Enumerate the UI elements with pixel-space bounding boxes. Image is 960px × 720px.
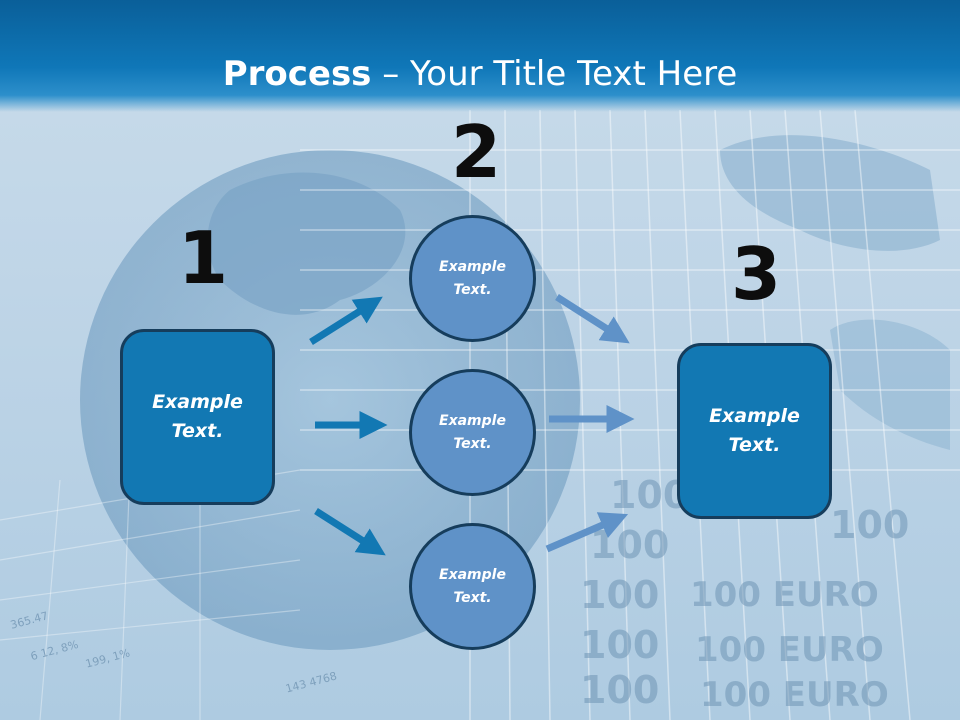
banknote-text: 100 [610, 473, 690, 517]
banknote-text: 100 [580, 668, 660, 712]
step-1-text-line2: Text. [171, 420, 224, 442]
step-2-circle-middle: Example Text. [409, 369, 536, 496]
step-number-3: 3 [731, 232, 782, 316]
step-2-circle-bottom: Example Text. [409, 523, 536, 650]
title-bold: Process [222, 54, 372, 94]
title-bar [0, 0, 960, 112]
step-1-text-line1: Example [152, 391, 243, 413]
circle-top-text-line2: Text. [453, 281, 492, 298]
title-rest: – Your Title Text Here [371, 54, 738, 94]
slide-title: Process – Your Title Text Here [0, 52, 960, 96]
step-3-text-line2: Text. [728, 434, 781, 456]
step-3-text-line1: Example [709, 405, 800, 427]
circle-middle-text-line2: Text. [453, 435, 492, 452]
step-3-box: Example Text. [677, 343, 832, 519]
banknote-text: 100 [830, 503, 910, 547]
background-banknotes: 100 100 100 100 100 100 EURO 100 EURO 10… [570, 470, 960, 720]
arrow-circle-top-to-3 [555, 294, 630, 344]
arrow-1-to-circle-bottom [314, 508, 386, 556]
continent-shape [830, 319, 950, 450]
circle-middle-text-line1: Example [439, 412, 506, 429]
step-number-1: 1 [178, 216, 229, 300]
step-number-2: 2 [451, 110, 502, 194]
step-1-box: Example Text. [120, 329, 275, 505]
banknote-text: 100 EURO [700, 675, 889, 715]
arrow-1-to-circle-top [309, 296, 383, 345]
circle-top-text-line1: Example [439, 258, 506, 275]
step-2-circle-top: Example Text. [409, 215, 536, 342]
arrow-circle-bottom-to-3 [545, 512, 629, 553]
continent-shape [720, 135, 940, 251]
banknote-text: 100 EURO [695, 630, 884, 670]
banknote-text: 100 [580, 573, 660, 617]
continent-shape [207, 172, 406, 315]
banknote-text: 100 EURO [690, 575, 879, 615]
banknote-text: 100 [580, 623, 660, 667]
circle-bottom-text-line2: Text. [453, 589, 492, 606]
background-grid-left [0, 460, 301, 720]
circle-bottom-text-line1: Example [439, 566, 506, 583]
